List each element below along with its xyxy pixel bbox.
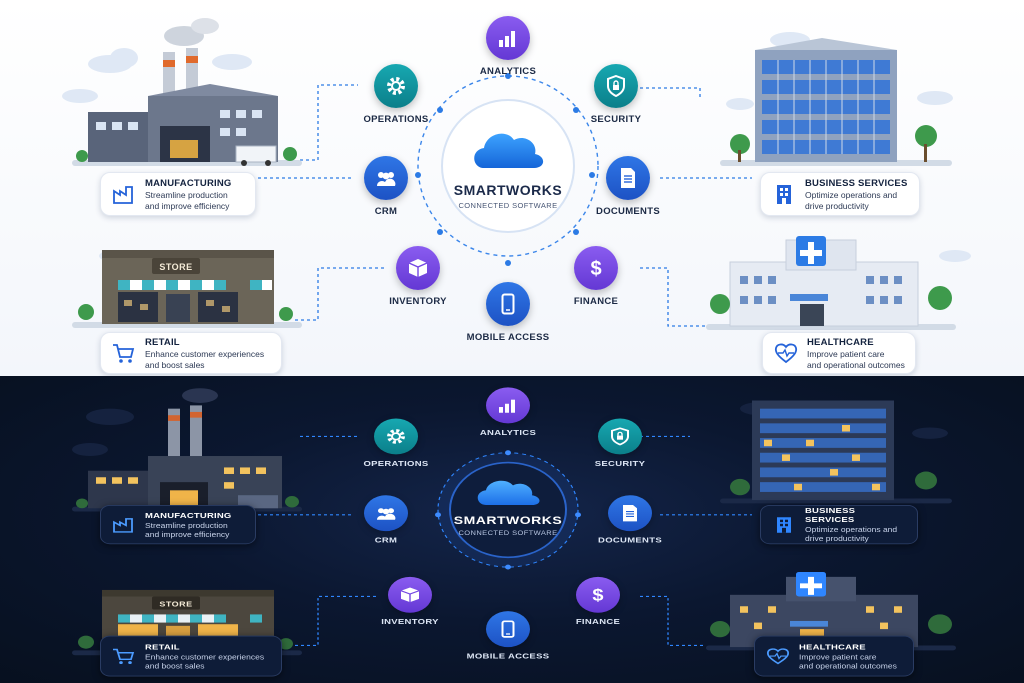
card-manufacturing-desc-1: Streamline production bbox=[145, 521, 232, 529]
module-operations[interactable]: OPERATIONS bbox=[336, 418, 456, 468]
module-operations-label: OPERATIONS bbox=[336, 114, 456, 125]
card-business-desc-1: Optimize operations and bbox=[805, 525, 907, 533]
module-security-label: SECURITY bbox=[560, 459, 680, 468]
gear-icon bbox=[374, 418, 418, 454]
svg-text:$: $ bbox=[592, 585, 603, 604]
dark-theme-panel: SMARTWORKS CONNECTED SOFTWARE ANALYTICS … bbox=[0, 376, 1024, 683]
light-layer: SMARTWORKS CONNECTED SOFTWARE ANALYTICS … bbox=[0, 0, 1024, 376]
module-mobile-label: MOBILE ACCESS bbox=[448, 332, 568, 343]
svg-text:$: $ bbox=[590, 258, 601, 280]
card-healthcare-desc-2: and operational outcomes bbox=[799, 661, 897, 669]
shield-lock-icon bbox=[594, 64, 638, 108]
box-icon bbox=[388, 577, 432, 613]
module-crm-label: CRM bbox=[326, 536, 446, 545]
card-manufacturing[interactable]: MANUFACTURING Streamline production and … bbox=[100, 505, 256, 544]
card-business-desc-1: Optimize operations and bbox=[805, 190, 907, 200]
card-retail-desc-1: Enhance customer experiences bbox=[145, 652, 264, 660]
card-business-desc-2: drive productivity bbox=[805, 201, 907, 211]
module-security-label: SECURITY bbox=[556, 114, 676, 125]
module-crm[interactable]: CRM bbox=[326, 156, 446, 217]
dollar-icon: $ bbox=[574, 246, 618, 290]
office-building-icon bbox=[771, 181, 797, 207]
users-icon bbox=[364, 156, 408, 200]
office-building-illustration bbox=[720, 38, 952, 166]
card-retail-title: RETAIL bbox=[145, 337, 264, 348]
card-retail-desc-2: and boost sales bbox=[145, 661, 264, 669]
card-healthcare-desc-1: Improve patient care bbox=[807, 349, 905, 359]
module-security[interactable]: SECURITY bbox=[560, 418, 680, 468]
card-business-desc-2: drive productivity bbox=[805, 534, 907, 542]
office-building-icon bbox=[771, 514, 797, 535]
module-crm-label: CRM bbox=[326, 206, 446, 217]
card-manufacturing-desc-2: and improve efficiency bbox=[145, 201, 232, 211]
card-business-title: BUSINESS SERVICES bbox=[805, 178, 907, 189]
module-analytics-label: ANALYTICS bbox=[448, 428, 568, 437]
hub-disc bbox=[450, 463, 566, 558]
card-manufacturing-desc-1: Streamline production bbox=[145, 190, 232, 200]
card-manufacturing-desc-2: and improve efficiency bbox=[145, 530, 232, 538]
module-operations[interactable]: OPERATIONS bbox=[336, 64, 456, 125]
module-documents-label: DOCUMENTS bbox=[568, 206, 688, 217]
document-icon bbox=[608, 495, 652, 531]
module-security[interactable]: SECURITY bbox=[556, 64, 676, 125]
module-analytics-label: ANALYTICS bbox=[448, 66, 568, 77]
light-theme-panel: SMARTWORKS CONNECTED SOFTWARE ANALYTICS … bbox=[0, 0, 1024, 376]
factory-illustration bbox=[72, 18, 302, 166]
heart-pulse-icon bbox=[765, 645, 791, 666]
module-crm[interactable]: CRM bbox=[326, 495, 446, 545]
analytics-chart-icon bbox=[486, 387, 530, 423]
factory-icon bbox=[111, 181, 137, 207]
card-business-services[interactable]: BUSINESS SERVICES Optimize operations an… bbox=[760, 505, 918, 544]
module-mobile[interactable]: MOBILE ACCESS bbox=[448, 282, 568, 343]
card-retail-desc-1: Enhance customer experiences bbox=[145, 349, 264, 359]
dollar-icon: $ bbox=[576, 577, 620, 613]
card-healthcare-title: HEALTHCARE bbox=[799, 643, 897, 652]
card-business-title: BUSINESS SERVICES bbox=[805, 507, 907, 525]
module-analytics[interactable]: ANALYTICS bbox=[448, 16, 568, 77]
office-building-illustration bbox=[720, 400, 952, 503]
card-healthcare-desc-1: Improve patient care bbox=[799, 652, 897, 660]
card-healthcare[interactable]: HEALTHCARE Improve patient care and oper… bbox=[754, 636, 914, 677]
card-healthcare-desc-2: and operational outcomes bbox=[807, 360, 905, 370]
analytics-chart-icon bbox=[486, 16, 530, 60]
dark-layer: SMARTWORKS CONNECTED SOFTWARE ANALYTICS … bbox=[0, 376, 1024, 683]
factory-icon bbox=[111, 514, 137, 535]
card-retail[interactable]: RETAIL Enhance customer experiences and … bbox=[100, 332, 282, 374]
module-documents[interactable]: DOCUMENTS bbox=[568, 156, 688, 217]
store-sign: STORE bbox=[152, 600, 200, 608]
mobile-phone-icon bbox=[486, 611, 530, 647]
heart-pulse-icon bbox=[773, 340, 799, 366]
card-retail-desc-2: and boost sales bbox=[145, 360, 264, 370]
shield-lock-icon bbox=[598, 418, 642, 454]
module-operations-label: OPERATIONS bbox=[336, 459, 456, 468]
card-healthcare-title: HEALTHCARE bbox=[807, 337, 905, 348]
card-manufacturing-title: MANUFACTURING bbox=[145, 511, 232, 520]
mobile-phone-icon bbox=[486, 282, 530, 326]
hospital-illustration bbox=[706, 236, 956, 330]
card-retail[interactable]: RETAIL Enhance customer experiences and … bbox=[100, 636, 282, 677]
document-icon bbox=[606, 156, 650, 200]
shopping-cart-icon bbox=[111, 340, 137, 366]
card-healthcare[interactable]: HEALTHCARE Improve patient care and oper… bbox=[762, 332, 916, 374]
module-documents-label: DOCUMENTS bbox=[570, 536, 690, 545]
store-sign: STORE bbox=[152, 262, 200, 272]
gear-icon bbox=[374, 64, 418, 108]
card-retail-title: RETAIL bbox=[145, 643, 264, 652]
card-manufacturing[interactable]: MANUFACTURING Streamline production and … bbox=[100, 172, 256, 216]
module-analytics[interactable]: ANALYTICS bbox=[448, 387, 568, 437]
users-icon bbox=[364, 495, 408, 531]
box-icon bbox=[396, 246, 440, 290]
card-manufacturing-title: MANUFACTURING bbox=[145, 178, 232, 189]
module-documents[interactable]: DOCUMENTS bbox=[570, 495, 690, 545]
card-business-services[interactable]: BUSINESS SERVICES Optimize operations an… bbox=[760, 172, 920, 216]
module-mobile-label: MOBILE ACCESS bbox=[448, 652, 568, 661]
module-mobile[interactable]: MOBILE ACCESS bbox=[448, 611, 568, 661]
shopping-cart-icon bbox=[111, 645, 137, 666]
